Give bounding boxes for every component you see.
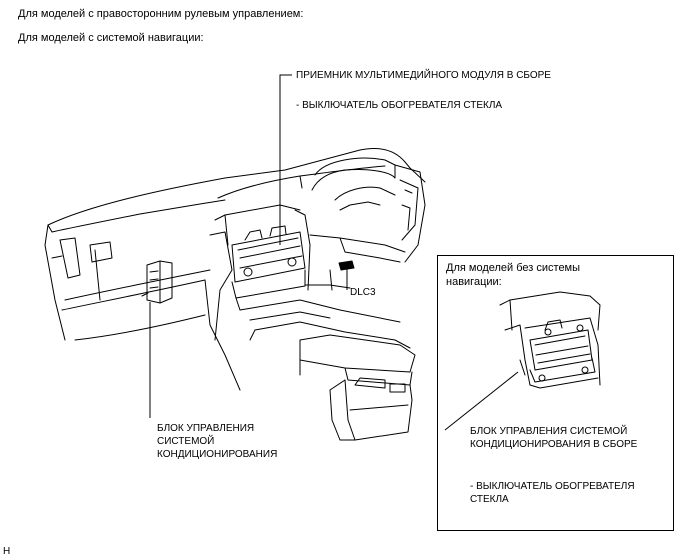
inset-label-line-2: КОНДИЦИОНИРОВАНИЯ В СБОРЕ — [470, 439, 638, 450]
dlc3-label: DLC3 — [350, 287, 376, 298]
inset-title-line-1: Для моделей без системы — [446, 262, 581, 274]
ac-unit-label-line-2: СИСТЕМОЙ — [157, 436, 215, 447]
ac-unit-label-line-3: КОНДИЦИОНИРОВАНИЯ — [157, 449, 278, 460]
header-line-2: Для моделей с системой навигации: — [18, 32, 204, 44]
inset-frame — [437, 255, 674, 531]
inset-title-line-2: навигации: — [446, 276, 502, 288]
ac-unit-label-line-1: БЛОК УПРАВЛЕНИЯ — [157, 423, 255, 434]
figure-code: H — [3, 546, 11, 557]
header-line-1: Для моделей с правосторонним рулевым упр… — [18, 8, 304, 20]
receiver-label: ПРИЕМНИК МУЛЬТИМЕДИЙНОГО МОДУЛЯ В СБОРЕ — [296, 70, 551, 81]
inset-label-line-1: БЛОК УПРАВЛЕНИЯ СИСТЕМОЙ — [470, 426, 628, 437]
receiver-sub-label: - ВЫКЛЮЧАТЕЛЬ ОБОГРЕВАТЕЛЯ СТЕКЛА — [296, 100, 503, 111]
inset-sub-line-2: СТЕКЛА — [470, 494, 509, 505]
inset-sub-line-1: - ВЫКЛЮЧАТЕЛЬ ОБОГРЕВАТЕЛЯ — [470, 481, 635, 492]
